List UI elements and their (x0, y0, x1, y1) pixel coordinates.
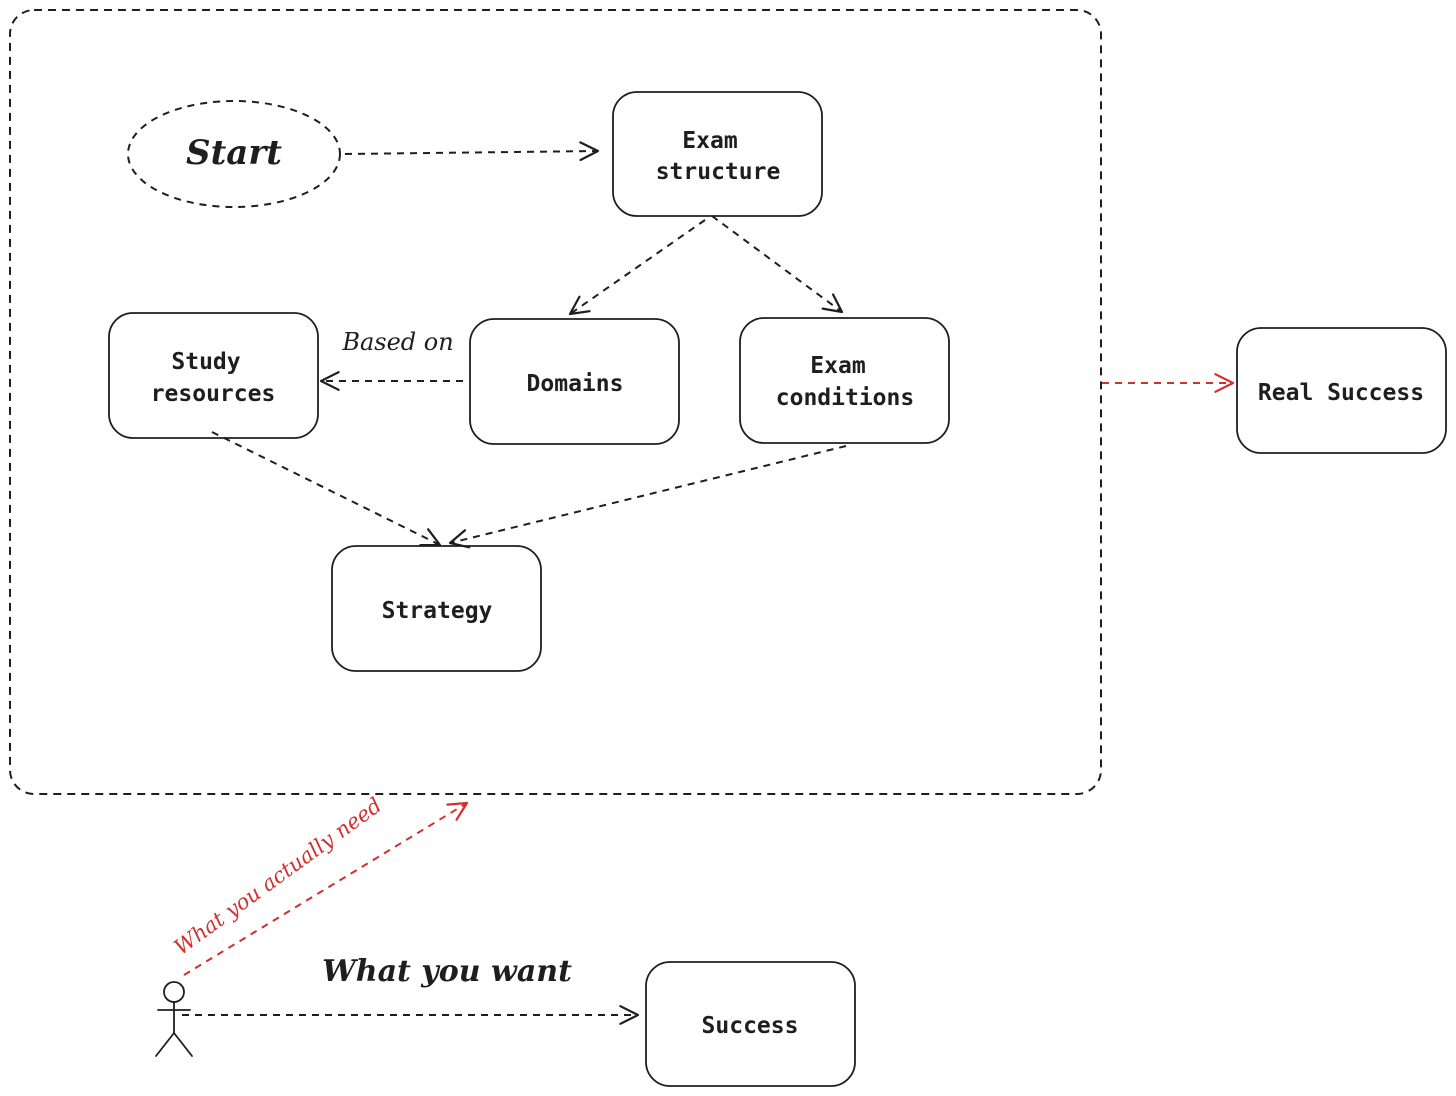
node-exam-conditions-line-1: Exam (810, 353, 865, 379)
node-exam-structure[interactable]: Exam structure (612, 91, 823, 217)
node-study-resources-line-2: resources (151, 381, 276, 407)
node-domains[interactable]: Domains (469, 318, 680, 445)
node-study-resources-line-1: Study (171, 349, 240, 375)
node-exam-structure-line-2: structure (656, 159, 781, 185)
edge-exam-structure-to-exam-conditions (711, 215, 844, 314)
node-success-line-1: Success (702, 1013, 799, 1039)
container-frame (9, 9, 1102, 795)
node-success[interactable]: Success (645, 961, 856, 1087)
node-exam-conditions[interactable]: Exam conditions (739, 317, 950, 444)
edge-label-what-you-want: What you want (322, 954, 572, 989)
edge-start-to-exam-structure (344, 141, 600, 162)
node-real-success[interactable]: Real Success (1236, 327, 1447, 454)
node-start[interactable]: Start (127, 100, 341, 208)
edge-label-based-on: Based on (341, 328, 453, 356)
stick-figure-icon (155, 981, 193, 1057)
edge-exam-conditions-to-strategy (448, 445, 847, 549)
node-exam-structure-line-1: Exam (682, 128, 737, 154)
node-strategy[interactable]: Strategy (331, 545, 542, 672)
node-real-success-line-1: Real Success (1258, 380, 1424, 406)
edge-study-resources-to-strategy (211, 431, 442, 547)
edge-actor-to-container (183, 801, 469, 976)
node-start-label: Start (186, 133, 282, 173)
node-domains-line-1: Domains (527, 371, 624, 397)
edge-exam-structure-to-domains (568, 219, 706, 316)
edge-label-what-you-actually-need: What you actually need (170, 793, 386, 959)
node-study-resources[interactable]: Study resources (108, 312, 319, 439)
node-exam-conditions-line-2: conditions (776, 385, 914, 411)
node-strategy-line-1: Strategy (382, 598, 493, 624)
